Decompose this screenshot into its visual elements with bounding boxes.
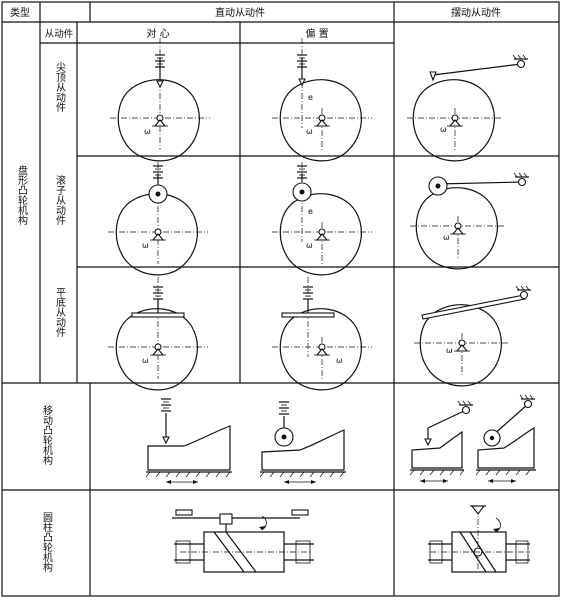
header-follower: 从动件 <box>45 28 74 40</box>
label-translating-cam: 移动凸轮机构 <box>41 404 53 466</box>
wedge-oscillating-roller-diagram <box>475 394 536 483</box>
flat-offset-diagram: ω <box>272 277 372 391</box>
knife-oscillating-diagram: ω <box>407 54 529 162</box>
omega-label: ω <box>306 127 313 136</box>
label-flat-face: 平底从动件 <box>54 287 66 338</box>
omega-label: ω <box>443 233 450 242</box>
omega-label: ω <box>142 241 149 250</box>
flat-centric-diagram: ω <box>108 277 208 391</box>
label-disc-cam: 盘形凸轮机构 <box>16 164 28 226</box>
header-offset: 偏 置 <box>305 27 328 40</box>
header-oscillating: 摆动从动件 <box>451 6 501 19</box>
wedge-knife-diagram <box>145 398 232 484</box>
omega-label: ω <box>142 356 149 365</box>
omega-label: ω <box>306 241 313 250</box>
omega-label: ω <box>144 127 151 136</box>
knife-offset-diagram: e ω <box>272 38 372 162</box>
knife-centric-diagram: ω <box>110 38 210 162</box>
omega-label: ω <box>446 346 453 355</box>
header-centric: 对 心 <box>146 27 169 40</box>
wedge-oscillating-knife-diagram <box>409 400 474 483</box>
label-roller: 滚子从动件 <box>54 174 66 226</box>
header-translating: 直动从动件 <box>215 6 265 19</box>
roller-offset-diagram: e ω <box>272 162 372 276</box>
table-grid <box>1 1 560 597</box>
cylinder-oscillating-diagram <box>428 505 530 573</box>
offset-e-label: e <box>308 207 313 216</box>
header-type: 类型 <box>10 6 30 19</box>
roller-oscillating-diagram: ω <box>410 172 530 270</box>
roller-centric-diagram: ω <box>108 162 208 276</box>
omega-label: ω <box>336 356 343 365</box>
label-cylindrical-cam: 圆柱凸轮机构 <box>41 512 53 573</box>
offset-e-label: e <box>308 93 313 102</box>
label-knife-edge: 尖顶从动件 <box>54 61 66 113</box>
flat-oscillating-diagram: ω <box>414 285 532 387</box>
wedge-roller-diagram <box>259 401 346 484</box>
omega-label: ω <box>440 125 447 134</box>
cylinder-translating-diagram <box>172 509 314 573</box>
